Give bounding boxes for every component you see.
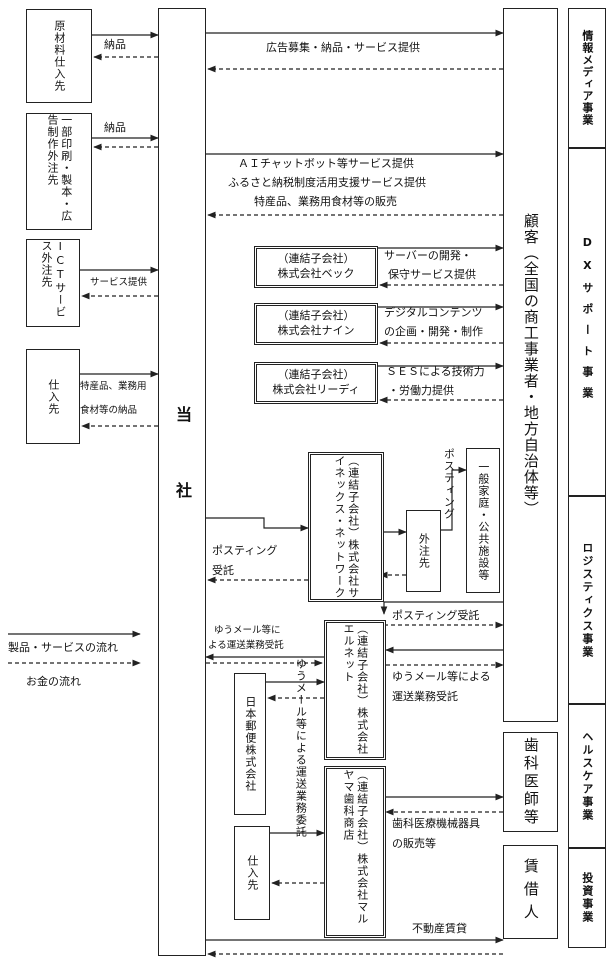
label-yu-vertical: ゆうメール等による運送業務委託 <box>294 658 308 838</box>
subsidiary-sinetix-box: （連結子会社）株式会社サイネックス・ネットワーク <box>308 452 384 602</box>
segment-dx-support: DXサポート事業 <box>568 148 606 496</box>
ict-outsource-box: ICTサービス外注先 <box>26 239 80 327</box>
label-ad-service: 広告募集・納品・サービス提供 <box>266 41 420 54</box>
label-posting-in-2: 受託 <box>212 564 234 577</box>
subsidiary-leady-box: （連結子会社） 株式会社リーディ <box>254 362 378 404</box>
label-posting-rx: ポスティング受託 <box>392 609 480 622</box>
subsidiary-beck-box: （連結子会社） 株式会社ベック <box>254 246 378 288</box>
label-nohin-1: 納品 <box>104 38 126 51</box>
label-ses-2: ・労働力提供 <box>388 384 454 397</box>
subsidiary-tag: （連結子会社） <box>277 368 355 382</box>
label-service-provision: サービス提供 <box>90 277 148 288</box>
segment-info-media: 情報メディア事業 <box>568 8 606 148</box>
label-dental-1: 歯科医療機械器具 <box>392 817 480 830</box>
label-dx-1: ＡＩチャットボット等サービス提供 <box>238 157 414 170</box>
segment-healthcare: ヘルスケア事業 <box>568 704 606 848</box>
subsidiary-maruyama-box: （連結子会社）株式会社マルヤマ歯科商店 <box>324 766 386 938</box>
legend-products-label: 製品・サービスの流れ <box>8 641 118 654</box>
subsidiary-name: 株式会社リーディ <box>272 383 360 396</box>
outsource-box: 外注先 <box>406 510 441 592</box>
label-dx-2: ふるさと納税制度活用支援サービス提供 <box>228 176 426 189</box>
label-server-2: 保守サービス提供 <box>388 268 476 281</box>
supplier2-box: 仕入先 <box>234 826 270 920</box>
company-column: 当社 <box>158 8 206 956</box>
raw-material-supplier-box: 原材料仕入先 <box>26 9 92 103</box>
label-realestate: 不動産賃貸 <box>412 922 467 935</box>
label-posting-in-1: ポスティング <box>212 544 278 557</box>
dental-box: 歯科医師等 <box>503 732 558 832</box>
label-ses-1: ＳＥＳによる技術力 <box>386 365 485 378</box>
subsidiary-nine-box: （連結子会社） 株式会社ナイン <box>254 303 378 345</box>
label-dental-2: の販売等 <box>392 837 436 850</box>
label-server-1: サーバーの開発・ <box>384 249 472 262</box>
supplier-box: 仕入先 <box>26 349 80 444</box>
arrow-outsource-to-households <box>441 466 467 531</box>
subsidiary-name: 株式会社ナイン <box>277 324 355 337</box>
label-yu-left-1: ゆうメール等に <box>214 625 281 636</box>
customer-box: 顧客（全国の商工事業者・地方自治体等） <box>503 8 558 722</box>
label-yu-right-2: 運送業務受託 <box>392 690 458 703</box>
arrow-customer-to-sinetix <box>380 601 503 615</box>
label-digital-1: デジタルコンテンツ <box>384 306 483 319</box>
japan-post-box: 日本郵便株式会社 <box>234 673 266 815</box>
printing-outsource-box: 一部印刷・製本・広告制作外注先 <box>26 113 92 230</box>
label-products-1: 特産品、業務用 <box>80 381 147 392</box>
label-posting-vertical: ポスティング <box>442 448 456 520</box>
households-box: 一般家庭・公共施設等 <box>466 448 500 593</box>
label-yu-left-2: よる運送業務受託 <box>208 640 284 651</box>
label-nohin-2: 納品 <box>104 121 126 134</box>
label-products-2: 食材等の納品 <box>80 405 138 416</box>
label-dx-3: 特産品、業務用食材等の販売 <box>254 195 397 208</box>
subsidiary-name: 株式会社ベック <box>277 267 355 280</box>
label-digital-2: の企画・開発・制作 <box>384 325 483 338</box>
label-yu-right-1: ゆうメール等による <box>392 670 491 683</box>
segment-logistics: ロジスティクス事業 <box>568 496 606 704</box>
tenant-box: 賃借人 <box>503 845 558 939</box>
legend-money-label: お金の流れ <box>26 675 81 688</box>
subsidiary-lnet-box: （連結子会社）株式会社エルネット <box>324 620 386 760</box>
subsidiary-tag: （連結子会社） <box>277 309 355 323</box>
subsidiary-tag: （連結子会社） <box>277 252 355 266</box>
segment-investment: 投資事業 <box>568 848 606 948</box>
arrow-company-to-sinetix <box>206 517 309 532</box>
